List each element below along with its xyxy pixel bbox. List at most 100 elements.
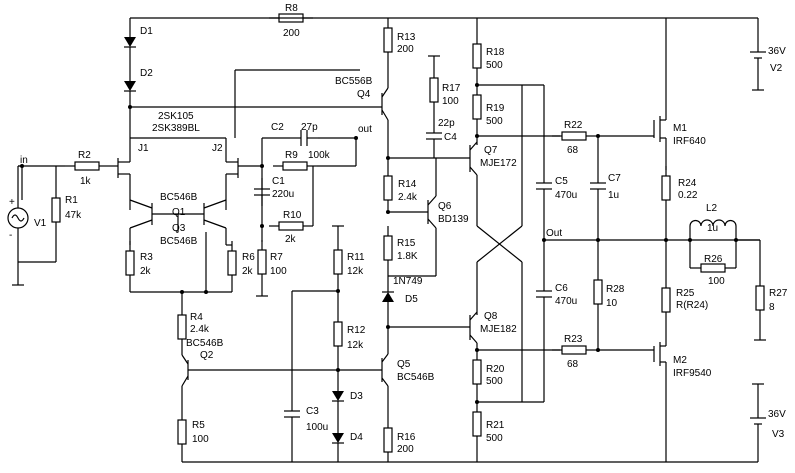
r18-value: 500 [486,60,503,71]
c6-ref: C6 [555,283,568,294]
output-filter: L2 1u R26 100 R27 8 [688,203,788,341]
jfet-part-1: 2SK105 [158,111,194,122]
q6-ref: Q6 [438,201,452,212]
r12-ref: R12 [347,325,366,336]
r28-value: 10 [606,298,618,309]
q2-part: BC546B [186,338,224,349]
d2-label: D2 [140,68,153,79]
r19-ref: R19 [486,103,505,114]
c2-ref: C2 [271,122,284,133]
r27-value: 8 [769,302,775,313]
r9-ref: R9 [285,150,298,161]
c5-value: 470u [555,190,577,201]
r6-ref: R6 [242,252,255,263]
r4-value: 2.4k [190,324,210,335]
m2-part: IRF9540 [673,368,712,379]
r17-ref: R17 [442,83,461,94]
bias-network: R11 12k C3 100u R12 12k D3 D4 [283,225,366,462]
v3-value: 36V [768,409,786,420]
q1-ref: Q1 [172,207,186,218]
r4-ref: R4 [190,312,203,323]
compensation: R17 100 22p C4 [425,55,461,158]
c7-value: 1u [608,190,619,201]
q1-part: BC546B [160,192,198,203]
q7-ref: Q7 [484,145,498,156]
r17-value: 100 [442,96,459,107]
jfet-part-2: 2SK389BL [152,123,200,134]
q6-part: BD139 [438,214,469,225]
c1-value: 220u [272,189,294,200]
r26-value: 100 [708,276,725,287]
q2-section: R4 2.4k BC546B Q2 R5 100 [177,304,758,463]
power-supplies: 36V V2 36V V3 [750,18,786,462]
q5-part: BC546B [397,372,435,383]
c4-value: 22p [438,118,455,129]
r1-ref: R1 [65,195,78,206]
r20-value: 500 [486,376,503,387]
r12-value: 12k [347,340,364,351]
r27-ref: R27 [769,288,788,299]
r16-ref: R16 [397,432,416,443]
c6-value: 470u [555,296,577,307]
c3-value: 100u [306,422,328,433]
r15-ref: R15 [397,238,416,249]
r20-ref: R20 [486,364,505,375]
jfet-pair: J1 J2 BC546B Q1 Q3 BC546B R3 2k R6 2k [117,137,262,305]
r5-value: 100 [192,434,209,445]
output-stage: M1 IRF640 R24 0.22 R25 R(R24) M2 IRF9540 [653,18,712,462]
feedback-network: C2 27p out R9 100k C1 220u R10 2k R7 100 [253,122,372,297]
r13-ref: R13 [397,32,416,43]
r10-value: 2k [285,234,297,245]
r11-value: 12k [347,266,364,277]
r25-ref: R25 [676,288,695,299]
r23-ref: R23 [564,334,583,345]
r3-value: 2k [140,266,152,277]
v3-ref: V3 [772,429,785,440]
m1-part: IRF640 [673,136,706,147]
c4-ref: C4 [444,132,457,143]
v1-label: V1 [34,218,47,229]
d1-label: D1 [140,26,153,37]
r10-ref: R10 [283,210,302,221]
q2-ref: Q2 [200,350,214,361]
q8-part: MJE182 [480,324,517,335]
top-rail: D1 D2 R8 200 2SK105 2SK389BL [123,3,758,138]
r21-ref: R21 [486,420,505,431]
svg-text:+: + [9,197,15,208]
r21-value: 500 [486,433,503,444]
q4-part: BC556B [335,76,373,87]
d5-ref: D5 [405,294,418,305]
l2-ref: L2 [706,203,718,214]
r15-value: 1.8K [397,251,418,262]
r1-value: 47k [65,210,82,221]
d4-label: D4 [350,432,363,443]
c1-ref: C1 [272,176,285,187]
q8-ref: Q8 [484,311,498,322]
q4-ref: Q4 [357,89,371,100]
driver-section: R18 500 R19 500 Q7 MJE172 Q8 MJE182 R20 … [469,18,577,462]
r14-ref: R14 [398,179,417,190]
m2-ref: M2 [673,355,687,366]
r2-ref: R2 [78,150,91,161]
d3-label: D3 [350,391,363,402]
r13-value: 200 [397,44,414,55]
q5-ref: Q5 [397,359,411,370]
r23-value: 68 [567,359,579,370]
q3-part: BC546B [160,236,198,247]
r5-ref: R5 [192,420,205,431]
r26-ref: R26 [704,254,723,265]
r8-ref: R8 [285,3,298,14]
svg-text:-: - [9,230,12,241]
net-label-out: out [358,124,372,135]
v2-value: 36V [768,46,786,57]
r9-value: 100k [308,150,331,161]
r25-value: R(R24) [676,300,708,311]
net-label-in: in [20,155,28,166]
d5-part: 1N749 [393,276,423,287]
r8-value: 200 [283,28,300,39]
c3-ref: C3 [306,406,319,417]
c2-value: 27p [301,122,318,133]
net-label-Out: Out [546,228,562,239]
v2-ref: V2 [770,63,783,74]
